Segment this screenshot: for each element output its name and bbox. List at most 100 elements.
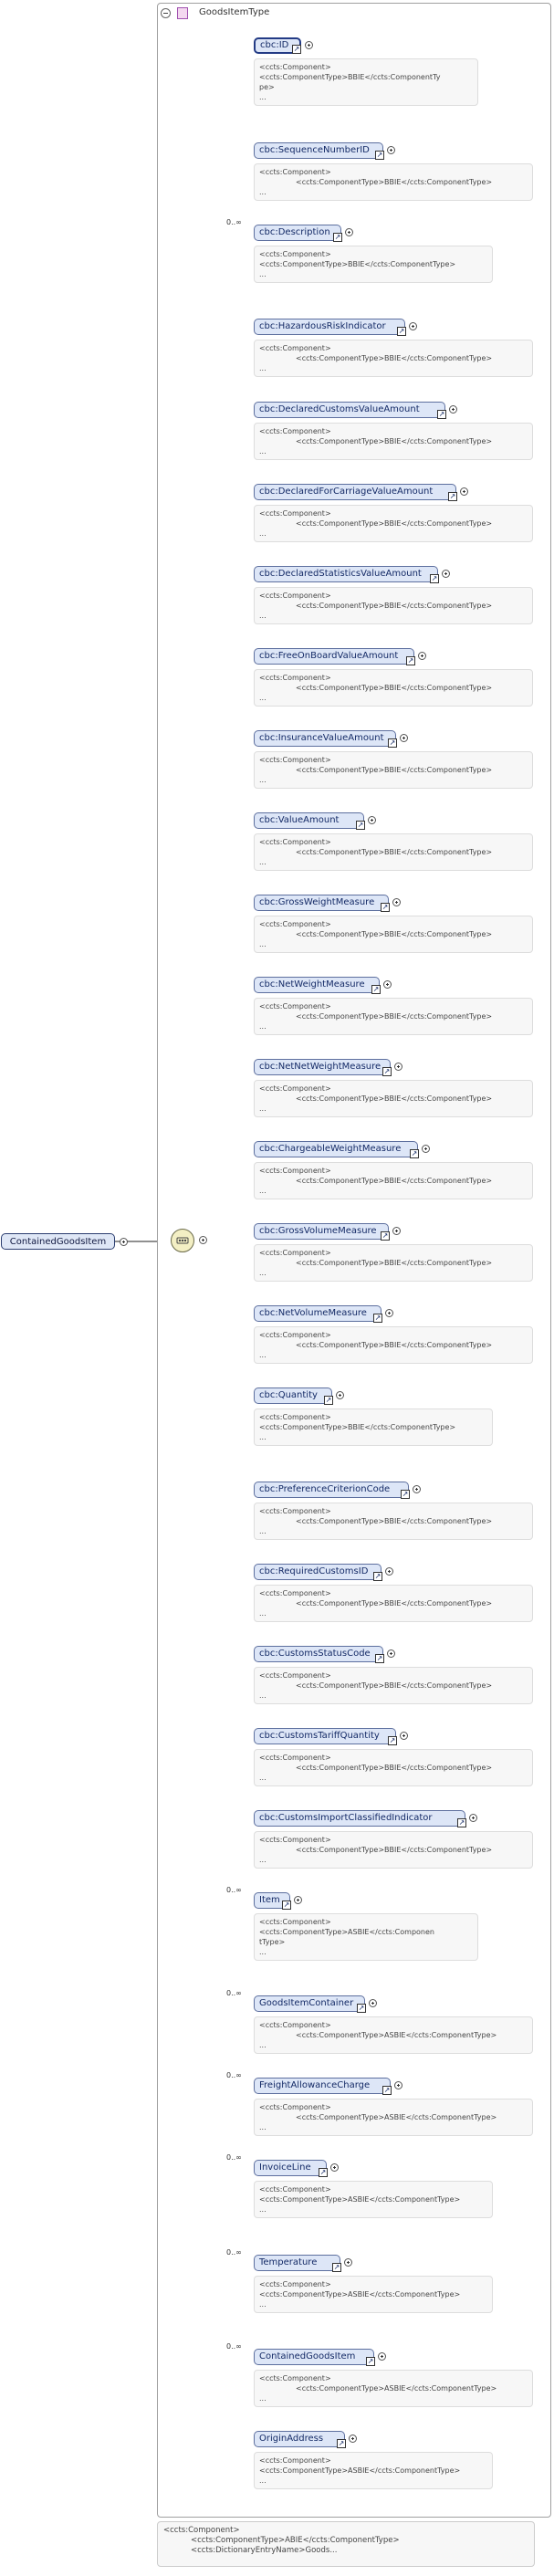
expand-icon[interactable] bbox=[368, 816, 376, 824]
child-element-node[interactable]: GoodsItemContainer↗ bbox=[254, 1995, 366, 2013]
child-element-node[interactable]: cbc:SequenceNumberID↗ bbox=[254, 142, 384, 160]
type-link-icon[interactable]: ↗ bbox=[332, 2263, 341, 2272]
expand-icon[interactable] bbox=[385, 1567, 393, 1576]
annotation-line: ... bbox=[259, 1022, 267, 1031]
child-element-node[interactable]: cbc:Quantity↗ bbox=[254, 1387, 333, 1405]
child-element-node[interactable]: OriginAddress↗ bbox=[254, 2431, 346, 2448]
type-link-icon[interactable]: ↗ bbox=[397, 327, 406, 336]
child-element-node[interactable]: cbc:GrossVolumeMeasure↗ bbox=[254, 1223, 390, 1241]
expand-icon[interactable] bbox=[394, 2081, 402, 2089]
type-link-icon[interactable]: ↗ bbox=[406, 656, 415, 665]
type-link-icon[interactable]: ↗ bbox=[292, 45, 301, 54]
expand-icon[interactable] bbox=[383, 980, 392, 989]
type-link-icon[interactable]: ↗ bbox=[457, 1818, 466, 1827]
child-element-node[interactable]: cbc:HazardousRiskIndicator↗ bbox=[254, 319, 406, 336]
annotation-line: ... bbox=[259, 2205, 267, 2214]
child-element-node[interactable]: ContainedGoodsItem↗ bbox=[254, 2349, 375, 2366]
expand-icon[interactable] bbox=[387, 146, 395, 154]
type-link-icon[interactable]: ↗ bbox=[375, 151, 384, 160]
child-element-node[interactable]: InvoiceLine↗ bbox=[254, 2160, 328, 2177]
type-link-icon[interactable]: ↗ bbox=[401, 1490, 410, 1499]
annotation-card: <ccts:Component><ccts:ComponentType>BBIE… bbox=[254, 587, 533, 624]
expand-icon[interactable] bbox=[369, 1999, 377, 2007]
expand-icon[interactable] bbox=[422, 1145, 430, 1153]
child-element-node[interactable]: cbc:DeclaredStatisticsValueAmount↗ bbox=[254, 566, 439, 583]
expand-icon[interactable] bbox=[418, 652, 426, 660]
sequence-compositor-icon[interactable] bbox=[171, 1229, 194, 1252]
child-element-node[interactable]: cbc:GrossWeightMeasure↗ bbox=[254, 895, 390, 912]
child-element-node[interactable]: cbc:NetNetWeightMeasure↗ bbox=[254, 1059, 392, 1076]
child-element-node[interactable]: cbc:Description↗ bbox=[254, 225, 342, 242]
expand-icon[interactable] bbox=[305, 41, 313, 49]
expand-icon[interactable] bbox=[378, 2352, 386, 2361]
expand-icon[interactable] bbox=[330, 2163, 339, 2172]
child-element-node[interactable]: cbc:CustomsTariffQuantity↗ bbox=[254, 1728, 397, 1745]
child-element-node[interactable]: FreightAllowanceCharge↗ bbox=[254, 2078, 392, 2095]
annotation-line: <ccts:ComponentType>ASBIE</ccts:Componen… bbox=[259, 2466, 461, 2475]
child-element-node[interactable]: Item↗ bbox=[254, 1892, 291, 1910]
expand-icon[interactable] bbox=[392, 898, 401, 906]
child-element-node[interactable]: cbc:DeclaredCustomsValueAmount↗ bbox=[254, 402, 446, 419]
expand-icon[interactable] bbox=[400, 734, 408, 742]
expand-icon[interactable] bbox=[394, 1063, 402, 1071]
root-expand-icon[interactable] bbox=[120, 1238, 128, 1246]
child-element-node[interactable]: cbc:CustomsImportClassifiedIndicator↗ bbox=[254, 1810, 466, 1827]
type-link-icon[interactable]: ↗ bbox=[388, 738, 397, 748]
type-link-icon[interactable]: ↗ bbox=[381, 1231, 390, 1241]
expand-icon[interactable] bbox=[387, 1649, 395, 1658]
expand-icon[interactable] bbox=[413, 1485, 421, 1493]
annotation-line: <ccts:Component> bbox=[259, 920, 331, 928]
child-element-node[interactable]: cbc:NetWeightMeasure↗ bbox=[254, 977, 381, 994]
expand-icon[interactable] bbox=[294, 1896, 302, 1904]
expand-icon[interactable] bbox=[345, 228, 353, 236]
child-element-node[interactable]: cbc:ChargeableWeightMeasure↗ bbox=[254, 1141, 419, 1158]
expand-icon[interactable] bbox=[385, 1309, 393, 1317]
type-link-icon[interactable]: ↗ bbox=[282, 1901, 291, 1910]
expand-icon[interactable] bbox=[442, 570, 450, 578]
type-link-icon[interactable]: ↗ bbox=[337, 2439, 346, 2448]
type-link-icon[interactable]: ↗ bbox=[448, 492, 457, 501]
child-element-node[interactable]: cbc:CustomsStatusCode↗ bbox=[254, 1646, 384, 1663]
annotation-line: <ccts:ComponentType>ASBIE</ccts:Componen… bbox=[296, 2113, 497, 2121]
type-link-icon[interactable]: ↗ bbox=[356, 821, 365, 830]
root-element-node[interactable]: ContainedGoodsItem bbox=[1, 1233, 115, 1250]
expand-icon[interactable] bbox=[336, 1391, 344, 1399]
type-link-icon[interactable]: ↗ bbox=[366, 2357, 375, 2366]
type-link-icon[interactable]: ↗ bbox=[410, 1149, 419, 1158]
expand-icon[interactable] bbox=[469, 1814, 477, 1822]
expand-icon[interactable] bbox=[449, 405, 457, 414]
child-element-node[interactable]: cbc:PreferenceCriterionCode↗ bbox=[254, 1482, 410, 1499]
annotation-card: <ccts:Component><ccts:ComponentType>ASBI… bbox=[254, 2452, 493, 2489]
expand-icon[interactable] bbox=[460, 487, 468, 496]
type-link-icon[interactable]: ↗ bbox=[373, 1572, 382, 1581]
type-link-icon[interactable]: ↗ bbox=[381, 903, 390, 912]
element-label: cbc:DeclaredForCarriageValueAmount bbox=[259, 487, 434, 497]
type-link-icon[interactable]: ↗ bbox=[333, 233, 342, 242]
expand-icon[interactable] bbox=[344, 2258, 352, 2267]
type-link-icon[interactable]: ↗ bbox=[373, 1314, 382, 1323]
child-element-node[interactable]: cbc:RequiredCustomsID↗ bbox=[254, 1564, 382, 1581]
expand-icon[interactable] bbox=[400, 1732, 408, 1740]
type-link-icon[interactable]: ↗ bbox=[371, 985, 381, 994]
child-element-node[interactable]: cbc:ValueAmount↗ bbox=[254, 812, 365, 830]
child-element-node[interactable]: cbc:NetVolumeMeasure↗ bbox=[254, 1305, 382, 1323]
compositor-expand-icon[interactable] bbox=[199, 1236, 207, 1244]
child-element-node[interactable]: Temperature↗ bbox=[254, 2255, 341, 2272]
expand-icon[interactable] bbox=[409, 322, 417, 330]
type-link-icon[interactable]: ↗ bbox=[382, 1067, 392, 1076]
child-element-node[interactable]: cbc:DeclaredForCarriageValueAmount ↗ bbox=[254, 484, 457, 501]
expand-icon[interactable] bbox=[349, 2435, 357, 2443]
expand-icon[interactable] bbox=[392, 1227, 401, 1235]
child-element-node[interactable]: cbc:ID↗ bbox=[254, 37, 301, 54]
type-link-icon[interactable]: ↗ bbox=[375, 1654, 384, 1663]
type-link-icon[interactable]: ↗ bbox=[437, 410, 446, 419]
child-element-node[interactable]: cbc:FreeOnBoardValueAmount↗ bbox=[254, 648, 415, 665]
type-link-icon[interactable]: ↗ bbox=[388, 1736, 397, 1745]
type-link-icon[interactable]: ↗ bbox=[319, 2168, 328, 2177]
type-link-icon[interactable]: ↗ bbox=[357, 2004, 366, 2013]
type-link-icon[interactable]: ↗ bbox=[324, 1396, 333, 1405]
child-element-node[interactable]: cbc:InsuranceValueAmount↗ bbox=[254, 730, 397, 748]
type-link-icon[interactable]: ↗ bbox=[430, 574, 439, 583]
collapse-toggle-icon[interactable] bbox=[161, 8, 171, 18]
type-link-icon[interactable]: ↗ bbox=[382, 2086, 392, 2095]
